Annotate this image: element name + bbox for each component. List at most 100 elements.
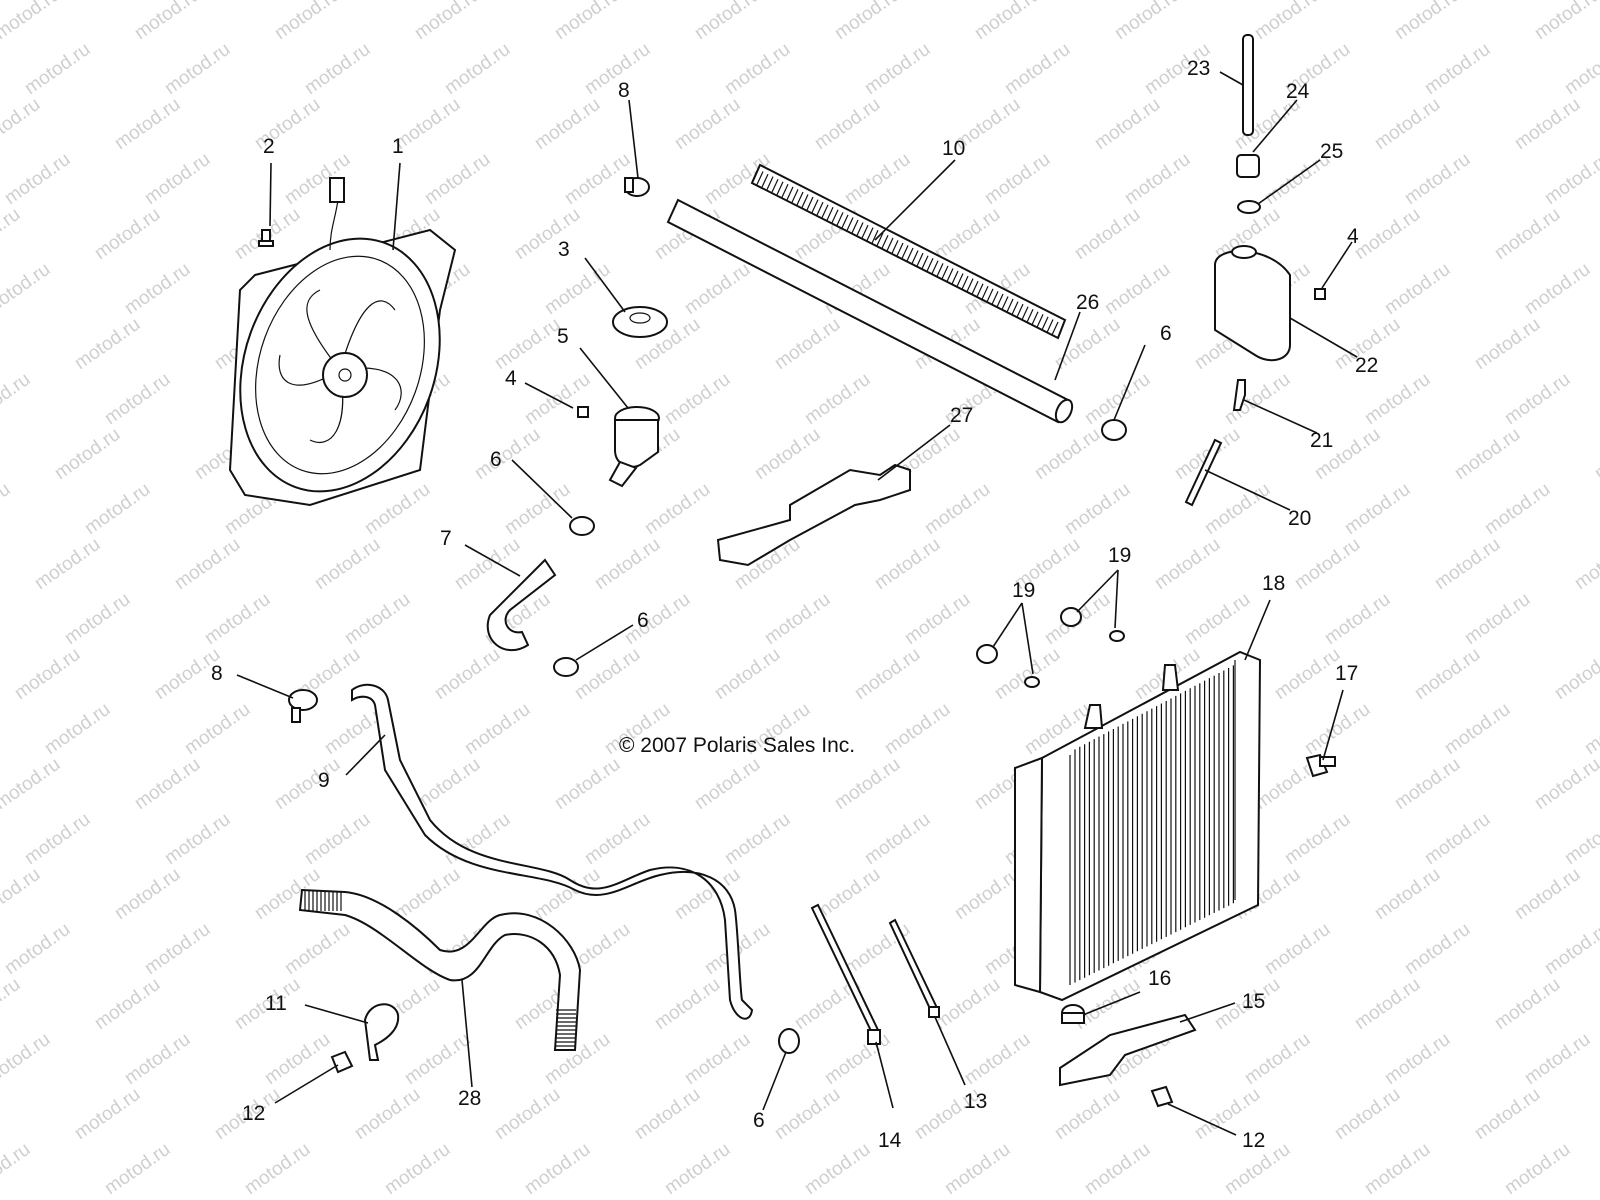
corrugation-rib bbox=[1031, 311, 1039, 326]
callout-10: 10 bbox=[942, 137, 965, 160]
cable-tie-14 bbox=[810, 903, 881, 1045]
corrugation-rib bbox=[1051, 321, 1059, 336]
watermark-text: motod.ru bbox=[681, 1029, 754, 1089]
watermark-text: motod.ru bbox=[261, 1029, 334, 1089]
dipstick-23 bbox=[1242, 34, 1254, 136]
watermark-text: motod.ru bbox=[451, 534, 524, 594]
watermark-text: motod.ru bbox=[881, 699, 954, 759]
cable-tie-13 bbox=[888, 918, 940, 1018]
corrugation-rib bbox=[831, 209, 839, 224]
watermark-text: motod.ru bbox=[571, 644, 644, 704]
watermark-text: motod.ru bbox=[721, 809, 794, 869]
watermark-text: motod.ru bbox=[1421, 39, 1494, 99]
watermark-text: motod.ru bbox=[1591, 424, 1600, 484]
watermark-text: motod.ru bbox=[551, 0, 624, 44]
callout-25: 25 bbox=[1320, 140, 1343, 163]
callout-19-left: 19 bbox=[1012, 579, 1035, 602]
screw-4-right bbox=[1314, 288, 1326, 300]
grommet-16 bbox=[1061, 1004, 1085, 1024]
watermark-text: motod.ru bbox=[41, 699, 114, 759]
watermark-text: motod.ru bbox=[121, 1029, 194, 1089]
callout-11: 11 bbox=[265, 992, 287, 1015]
watermark-text: motod.ru bbox=[441, 39, 514, 99]
watermark-text: motod.ru bbox=[271, 0, 344, 44]
callout-8-lower: 8 bbox=[211, 662, 223, 685]
watermark-text: motod.ru bbox=[171, 534, 244, 594]
watermark-text: motod.ru bbox=[1471, 1084, 1544, 1144]
corrugation-rib bbox=[776, 181, 784, 196]
watermark-text: motod.ru bbox=[201, 589, 274, 649]
watermark-text: motod.ru bbox=[0, 1084, 4, 1144]
watermark-text: motod.ru bbox=[1271, 644, 1344, 704]
watermark-text: motod.ru bbox=[0, 479, 14, 539]
watermark-text: motod.ru bbox=[621, 589, 694, 649]
watermark-text: motod.ru bbox=[871, 534, 944, 594]
copyright-text: © 2007 Polaris Sales Inc. bbox=[619, 734, 855, 757]
corrugation-rib bbox=[826, 206, 834, 221]
watermark-text: motod.ru bbox=[1471, 314, 1544, 374]
watermark-text: motod.ru bbox=[491, 1084, 564, 1144]
watermark-text: motod.ru bbox=[1361, 1139, 1434, 1199]
watermark-text: motod.ru bbox=[141, 919, 214, 979]
bolt-2 bbox=[258, 229, 274, 247]
corrugation-rib bbox=[991, 291, 999, 305]
corrugation-rib bbox=[1011, 301, 1019, 315]
watermark-text: motod.ru bbox=[281, 919, 354, 979]
watermark-text: motod.ru bbox=[0, 369, 34, 429]
watermark-text: motod.ru bbox=[0, 864, 44, 924]
clamp-6-b bbox=[553, 657, 579, 677]
hose-28 bbox=[298, 888, 582, 1051]
callout-28: 28 bbox=[458, 1087, 481, 1110]
corrugation-rib bbox=[841, 214, 849, 229]
watermark-text: motod.ru bbox=[971, 0, 1044, 44]
corrugation-rib bbox=[891, 240, 899, 254]
watermark-text: motod.ru bbox=[1251, 0, 1324, 44]
leader-lines bbox=[236, 71, 1358, 1136]
watermark-text: motod.ru bbox=[561, 149, 634, 209]
corrugation-rib bbox=[1021, 306, 1029, 320]
corrugation-rib bbox=[816, 201, 824, 216]
watermark-text: motod.ru bbox=[421, 149, 494, 209]
callout-18: 18 bbox=[1262, 572, 1285, 595]
watermark-text: motod.ru bbox=[801, 1139, 874, 1199]
corrugation-rib bbox=[966, 278, 974, 292]
corrugation-rib bbox=[976, 283, 984, 298]
watermark-text: motod.ru bbox=[1551, 644, 1600, 704]
watermark-text: motod.ru bbox=[1261, 919, 1334, 979]
watermark-text: motod.ru bbox=[131, 0, 204, 44]
corrugated-sleeve bbox=[750, 163, 1067, 340]
clamp-6-a bbox=[569, 516, 595, 536]
callout-6-c: 6 bbox=[1160, 322, 1172, 345]
corrugation-rib bbox=[821, 204, 829, 218]
watermark-text: motod.ru bbox=[771, 314, 844, 374]
clamp-8-upper bbox=[624, 177, 650, 197]
watermark-text: motod.ru bbox=[1201, 479, 1274, 539]
watermark-text: motod.ru bbox=[1541, 149, 1600, 209]
corrugation-rib bbox=[791, 189, 799, 203]
watermark-text: motod.ru bbox=[771, 1084, 844, 1144]
watermark-text: motod.ru bbox=[1571, 534, 1600, 594]
corrugation-rib bbox=[956, 273, 964, 287]
corrugation-rib bbox=[946, 268, 954, 282]
corrugation-rib bbox=[906, 247, 914, 262]
watermark-text: motod.ru bbox=[491, 314, 564, 374]
corrugation-rib bbox=[1001, 296, 1009, 310]
watermark-text: motod.ru bbox=[131, 754, 204, 814]
corrugation-rib bbox=[881, 235, 889, 249]
watermark-text: motod.ru bbox=[841, 149, 914, 209]
callout-21: 21 bbox=[1310, 429, 1333, 452]
watermark-text: motod.ru bbox=[691, 0, 764, 44]
watermark-text: motod.ru bbox=[0, 1139, 34, 1199]
watermark-text: motod.ru bbox=[1281, 809, 1354, 869]
watermark-text: motod.ru bbox=[361, 479, 434, 539]
corrugation-rib bbox=[836, 212, 844, 226]
watermark-text: motod.ru bbox=[1221, 369, 1294, 429]
watermark-text: motod.ru bbox=[181, 699, 254, 759]
corrugation-rib bbox=[921, 255, 929, 269]
watermark-text: motod.ru bbox=[301, 809, 374, 869]
watermark-text: motod.ru bbox=[1491, 204, 1564, 264]
watermark-text: motod.ru bbox=[1371, 864, 1444, 924]
fan-assembly bbox=[228, 177, 457, 507]
corrugation-rib bbox=[861, 224, 869, 239]
watermark-text: motod.ru bbox=[101, 1139, 174, 1199]
